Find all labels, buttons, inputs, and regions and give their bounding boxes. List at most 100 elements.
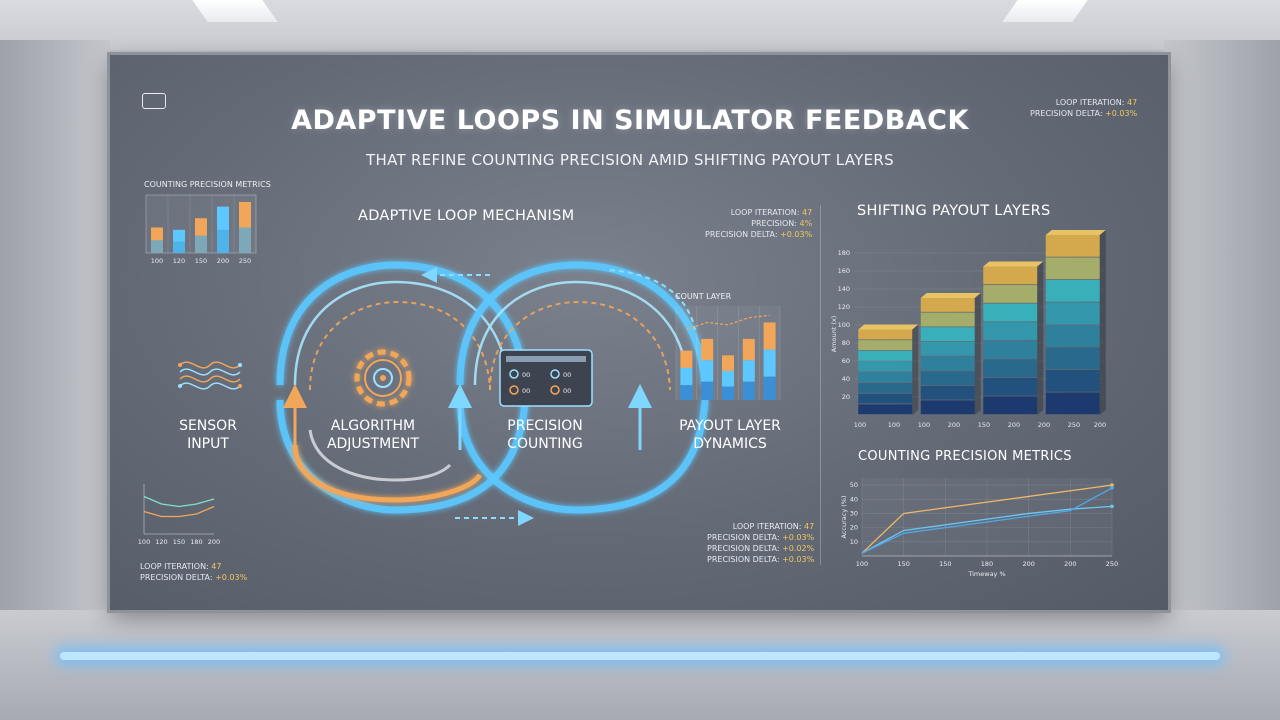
tick-label: 150 [173, 538, 185, 546]
tick-label: 150 [978, 421, 990, 429]
loop-orange-lower-arc [292, 444, 483, 503]
series-line [861, 505, 1113, 554]
stack-segment [983, 340, 1038, 359]
stack-segment [983, 396, 1038, 415]
tick-label: 80 [842, 339, 850, 347]
stack-segment [1045, 302, 1100, 325]
series-endpoint [1110, 483, 1114, 487]
panel-divider [820, 205, 821, 565]
bar-mid [763, 349, 776, 377]
bar-bottom [722, 386, 734, 400]
bar-lower [217, 229, 229, 253]
counter-readout: 00 [522, 371, 530, 379]
stats-bottom-center: LOOP ITERATION: 47 PRECISION DELTA: +0.0… [707, 521, 814, 565]
gear-icon [354, 349, 412, 407]
tick-label: 10 [850, 538, 858, 546]
ceiling-light [192, 0, 278, 22]
page-subtitle: THAT REFINE COUNTING PRECISION AMID SHIF… [366, 151, 894, 169]
stack-segment [983, 303, 1038, 322]
stack-segment [920, 400, 975, 415]
sensor-wave-icon [178, 361, 242, 390]
display-screen: ADAPTIVE LOOPS IN SIMULATOR FEEDBACK THA… [110, 55, 1168, 610]
loop-right-lower [456, 399, 709, 514]
tick-label: 200 [217, 257, 229, 265]
payout-layers-title: SHIFTING PAYOUT LAYERS [857, 203, 1051, 219]
tick-label: 250 [1106, 560, 1118, 568]
page-title: ADAPTIVE LOOPS IN SIMULATOR FEEDBACK [291, 105, 969, 136]
stack-segment [920, 327, 975, 342]
stat-line: LOOP ITERATION: 47 [732, 522, 815, 531]
room-ceiling [0, 0, 1280, 50]
series-line [143, 505, 215, 518]
tick-label: 200 [1008, 421, 1020, 429]
room-wall-right [1164, 40, 1280, 640]
tick-label: 180 [838, 249, 850, 257]
stats-top-right: LOOP ITERATION: 47 PRECISION DELTA: +0.0… [1030, 97, 1137, 119]
tick-label: 100 [138, 538, 150, 546]
tick-label: 100 [918, 421, 930, 429]
series-line [143, 495, 215, 508]
tick-label: 150 [939, 560, 951, 568]
tick-label: 40 [850, 495, 858, 503]
bar-side-face [974, 293, 981, 415]
logo-icon [142, 93, 166, 109]
bar-side-face [1037, 261, 1044, 415]
stack-segment [920, 312, 975, 327]
count-layer-chart [675, 306, 781, 400]
bar-top [722, 355, 734, 371]
bar-top-face [983, 261, 1044, 267]
bar-top-face [920, 293, 981, 298]
bar-top [742, 338, 755, 361]
tick-label: 150 [897, 560, 909, 568]
counter-readout: 00 [563, 387, 571, 395]
stats-mechanism: LOOP ITERATION: 47 PRECISION: 4% PRECISI… [705, 207, 812, 240]
loop-right-outer [456, 261, 709, 386]
tick-label: 250 [1068, 421, 1080, 429]
bar-bottom [701, 381, 714, 400]
tick-label: 180 [190, 538, 202, 546]
stack-segment [983, 359, 1038, 378]
tick-label: 50 [850, 481, 858, 489]
bar-mid [680, 367, 693, 386]
tick-label: 200 [1064, 560, 1076, 568]
stat-line: LOOP ITERATION: 47 [140, 562, 222, 571]
tick-label: 140 [838, 285, 850, 293]
tick-label: 200 [1038, 421, 1050, 429]
bar-bottom [680, 385, 693, 400]
stack-segment [983, 377, 1038, 396]
stack-segment [1045, 392, 1100, 415]
stack-segment [1045, 257, 1100, 280]
stack-segment [983, 322, 1038, 340]
room-floor [0, 610, 1280, 720]
tick-label: 120 [173, 257, 185, 265]
bar-top-face [858, 324, 919, 330]
tick-label: 180 [981, 560, 993, 568]
tick-label: 30 [850, 509, 858, 517]
loop-diagram: 00 00 00 00 [178, 261, 709, 526]
bar-mid [742, 360, 755, 382]
stack-segment [858, 393, 913, 404]
stack-segment [1045, 370, 1100, 392]
bar-side-face [1099, 230, 1106, 415]
tick-label: 120 [838, 303, 850, 311]
stat-line: PRECISION DELTA: +0.03% [140, 573, 248, 582]
stack-segment [858, 329, 913, 340]
bar-lower [239, 227, 251, 253]
stack-segment [858, 350, 913, 361]
stat-line: PRECISION DELTA: +0.03% [705, 230, 813, 239]
stack-segment [920, 298, 975, 312]
stack-segment [1045, 325, 1100, 347]
bar-bottom [742, 381, 755, 400]
stat-line: PRECISION DELTA: +0.03% [707, 555, 815, 564]
stat-line: PRECISION: 4% [751, 219, 813, 228]
top-right-dashed-arc [609, 269, 696, 331]
bar-lower [173, 241, 185, 253]
bar-lower [151, 240, 163, 253]
tick-label: 120 [155, 538, 167, 546]
